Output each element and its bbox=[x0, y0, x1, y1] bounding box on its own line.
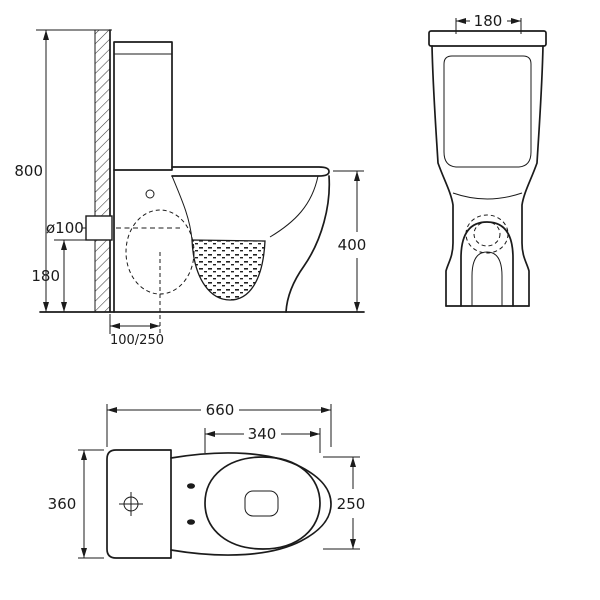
silhouette-right bbox=[521, 45, 544, 307]
hinge-dot-bottom bbox=[187, 519, 195, 525]
dimension-overall-width: 360 bbox=[48, 449, 104, 559]
trap-arch-outer bbox=[460, 221, 514, 307]
side-view: 800 ø100 180 400 bbox=[14, 29, 367, 348]
dimension-rim-height: 400 bbox=[333, 170, 367, 312]
front-view: 180 bbox=[428, 12, 547, 307]
wall-hatch bbox=[95, 30, 110, 312]
silhouette-left bbox=[431, 45, 454, 307]
tank-front-panel bbox=[443, 55, 532, 168]
bowl-plan-outline bbox=[170, 452, 332, 556]
dim-400-label: 400 bbox=[338, 236, 367, 254]
flush-spot-outline bbox=[244, 490, 279, 517]
dim-f180-label: 180 bbox=[474, 12, 503, 30]
bowl-inner-front-line bbox=[269, 175, 319, 238]
seat-opening-outline bbox=[204, 456, 321, 550]
dim-roughin-label: 100/250 bbox=[110, 333, 164, 348]
tank-side-outline bbox=[113, 41, 173, 171]
sump-water-area bbox=[191, 239, 266, 301]
tank-lid-front bbox=[428, 30, 547, 47]
dim-outlet-diameter-label: ø100 bbox=[46, 219, 84, 237]
plan-view: 660 340 360 bbox=[48, 401, 366, 559]
dim-360-label: 360 bbox=[48, 495, 77, 513]
trap-arch-inner bbox=[471, 251, 503, 306]
dim-180-label: 180 bbox=[31, 267, 60, 285]
inlet-crosshair bbox=[119, 492, 143, 516]
dimension-outlet-height: 180 bbox=[31, 239, 88, 312]
seat-profile bbox=[171, 166, 330, 177]
dim-250-label: 250 bbox=[337, 495, 366, 513]
tank-bolt-circle bbox=[145, 189, 155, 199]
dimension-seat-length: 340 bbox=[204, 425, 321, 453]
hinge-dot-top bbox=[187, 483, 195, 489]
tank-plan-outline bbox=[106, 449, 172, 559]
outlet-pipe-stub bbox=[85, 215, 113, 241]
dimension-seat-width: 250 bbox=[323, 456, 366, 550]
dim-800-label: 800 bbox=[14, 162, 43, 180]
rim-shadow-line bbox=[452, 192, 523, 200]
dim-340-label: 340 bbox=[248, 425, 277, 443]
bowl-inner-back-line bbox=[171, 175, 193, 241]
bowl-front-profile bbox=[285, 175, 331, 313]
dim-660-label: 660 bbox=[206, 401, 235, 419]
dimension-overall-length: 660 bbox=[106, 401, 332, 447]
dimension-overall-height: 800 bbox=[14, 29, 112, 312]
trap-dashed-circle-inner bbox=[473, 221, 501, 247]
dimension-rough-in: 100/250 bbox=[109, 314, 164, 348]
trap-dashed-circle-outer bbox=[465, 214, 509, 254]
